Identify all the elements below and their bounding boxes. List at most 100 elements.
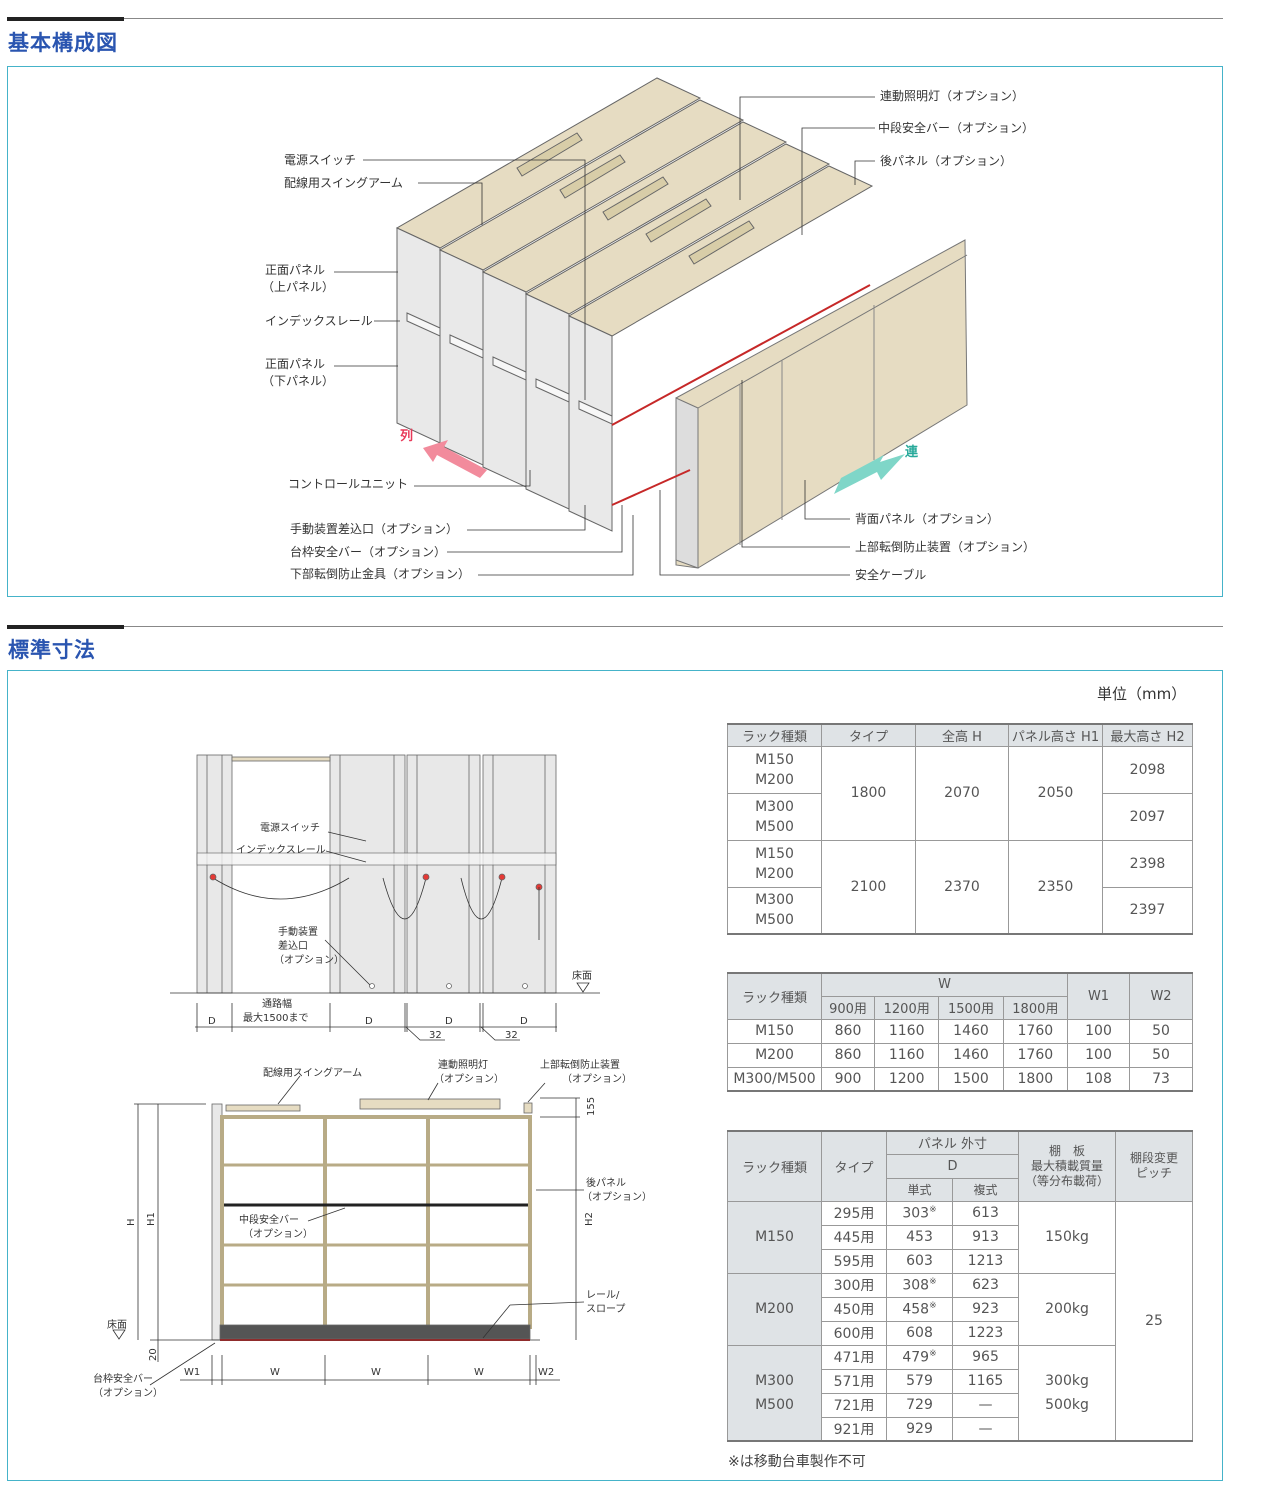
cell-w: 1460 (938, 1042, 1004, 1068)
dim-w: W (270, 1367, 280, 1378)
label-front-panel-upper: 正面パネル (265, 263, 325, 277)
th-h2: 最大高さ H2 (1102, 723, 1193, 747)
basic-diagram-box (7, 66, 1223, 597)
front-panel (396, 227, 441, 444)
cell-rack: M300/M500 (727, 1066, 822, 1092)
cell-w: 1800 (1002, 1066, 1069, 1092)
th-h: 全高 H (915, 723, 1009, 747)
front-view (170, 754, 600, 1041)
depth-table: ラック種類 タイプ パネル 外寸 棚 板最大積載質量（等分布載荷） 棚段変更ピッ… (727, 1130, 1193, 1442)
label-slope: スロープ (586, 1303, 625, 1315)
th-w-sub: 900用 (820, 995, 876, 1020)
footnote: ※は移動台車製作不可 (728, 1454, 866, 1470)
cell-h: 2370 (915, 839, 1009, 935)
dimensions-box (7, 670, 1223, 1481)
dim-d: D (208, 1016, 216, 1027)
label-index-rail: インデックスレール (236, 843, 326, 856)
cell-double: — (952, 1392, 1019, 1418)
section-rule-bar (7, 17, 124, 21)
cell-double: 913 (952, 1224, 1019, 1250)
light-fixture (559, 154, 626, 199)
cell-w: 900 (820, 1066, 876, 1092)
cell-h2: 2097 (1102, 792, 1193, 841)
front-panel (525, 293, 570, 510)
cell-type: 1800 (821, 745, 916, 841)
label-control-unit: コントロールユニット (288, 477, 408, 491)
cell-w: 1460 (938, 1018, 1004, 1044)
label-lower-anti-tip: 下部転倒防止金具（オプション） (290, 566, 470, 581)
cell-h: 2070 (915, 745, 1009, 841)
cell-h1: 2350 (1008, 839, 1103, 935)
label-index-rail: インデックスレール (265, 313, 373, 328)
th-w-sub: 1800用 (1002, 995, 1069, 1020)
cell-type: 600用 (821, 1320, 887, 1346)
cell-type: 295用 (821, 1200, 887, 1226)
label-inlet: 差込口 (278, 939, 308, 952)
cell-w: 860 (820, 1042, 876, 1068)
section-rule (7, 626, 1223, 627)
th-rack: ラック種類 (727, 972, 822, 1020)
cell-w: 1500 (938, 1066, 1004, 1092)
cell-w2: 50 (1129, 1018, 1193, 1044)
arrow-right-icon (834, 454, 905, 494)
front-panel (482, 271, 527, 488)
cell-single: 929 (886, 1416, 953, 1442)
dim-h2: H2 (584, 1212, 595, 1226)
cell-type: 445用 (821, 1224, 887, 1250)
light-fixture (645, 198, 712, 243)
label-option: （オプション） (582, 1191, 652, 1203)
cell-single: 579 (886, 1368, 953, 1394)
cell-single: 308※ (886, 1272, 953, 1298)
label-swing-arm: 配線用スイングアーム (263, 1066, 362, 1079)
th-w: W (821, 972, 1068, 997)
dim-20: 20 (148, 1348, 159, 1361)
cell-type: 921用 (821, 1416, 887, 1442)
label-option: （オプション） (243, 1228, 313, 1240)
th-type: タイプ (821, 723, 916, 747)
label-middle-safety-bar: 中段安全バー (239, 1213, 299, 1226)
section-rule (7, 18, 1223, 19)
th-w1: W1 (1067, 972, 1130, 1020)
label-front-panel-upper-sub: （上パネル） (262, 280, 334, 294)
label-option: （オプション） (274, 954, 344, 966)
light-fixture (602, 176, 669, 221)
cell-rack: M200 (727, 1042, 822, 1068)
dim-d: D (520, 1016, 528, 1027)
label-linked-light: 連動照明灯（オプション） (880, 89, 1024, 103)
label-front-panel-lower: 正面パネル (265, 357, 325, 371)
dim-aisle-width: 通路幅 (262, 997, 292, 1010)
light-fixture (688, 220, 755, 265)
dim-w: W (371, 1367, 381, 1378)
cell-double: 1165 (952, 1368, 1019, 1394)
cell-pitch: 25 (1115, 1200, 1193, 1442)
th-single: 単式 (886, 1177, 953, 1202)
cell-type: 450用 (821, 1296, 887, 1322)
label-manual-inlet: 手動装置差込口（オプション） (290, 522, 458, 536)
section-rule-bar (7, 625, 124, 629)
cell-single: 729 (886, 1392, 953, 1418)
dim-aisle-max: 最大1500まで (243, 1011, 308, 1024)
label-upper-anti-tip: 上部転倒防止装置 (540, 1058, 620, 1071)
th-type: タイプ (821, 1130, 887, 1202)
th-d: D (886, 1153, 1019, 1179)
cell-type: 2100 (821, 839, 916, 935)
cell-w1: 100 (1067, 1042, 1130, 1068)
cell-load: 150kg (1018, 1200, 1116, 1274)
arrow-left-label: 列 (400, 428, 413, 444)
label-swing-arm: 配線用スイングアーム (284, 175, 403, 190)
dim-gap: 32 (429, 1030, 442, 1041)
th-pitch: 棚段変更ピッチ (1115, 1130, 1193, 1202)
cell-w1: 108 (1067, 1066, 1130, 1092)
cell-double: 965 (952, 1344, 1019, 1370)
